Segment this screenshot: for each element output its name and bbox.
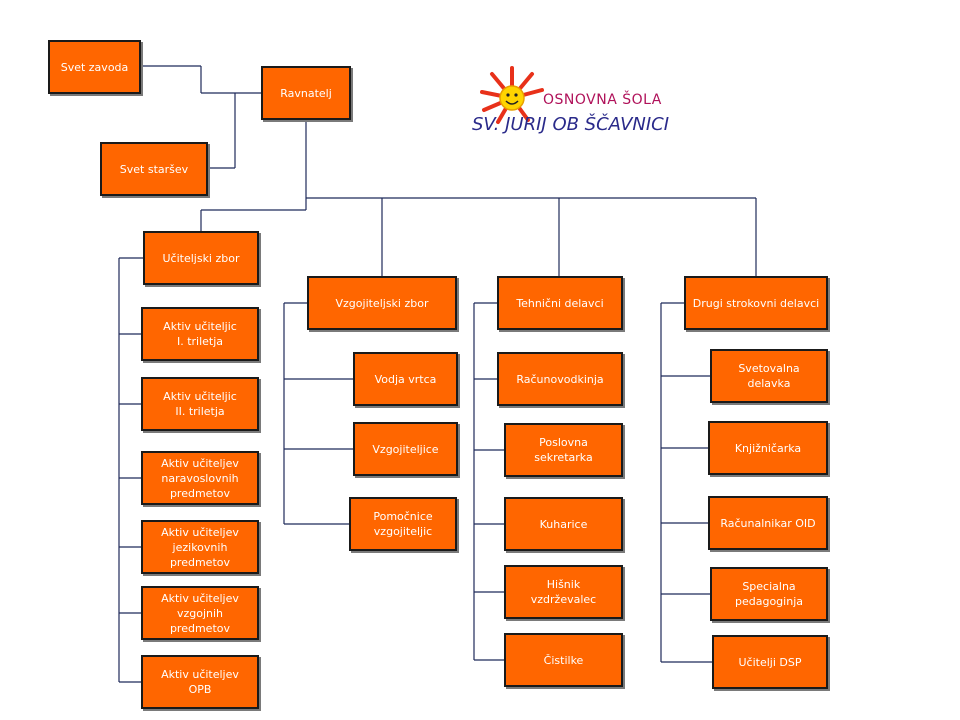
box-aktiv-opb: Aktiv učiteljev OPB: [141, 655, 259, 709]
box-ucitelji-dsp: Učitelji DSP: [712, 635, 828, 689]
box-aktiv-1-triletja: Aktiv učiteljic I. triletja: [141, 307, 259, 361]
box-ravnatelj: Ravnatelj: [261, 66, 351, 120]
box-vodja-vrtca: Vodja vrtca: [353, 352, 458, 406]
box-aktiv-vzgojnih: Aktiv učiteljev vzgojnih predmetov: [141, 586, 259, 640]
box-svetovalna-delavka: Svetovalna delavka: [710, 349, 828, 403]
box-racunalnikar-oid: Računalnikar OID: [708, 496, 828, 550]
box-aktiv-jezikovnih: Aktiv učiteljev jezikovnih predmetov: [141, 520, 259, 574]
box-kuharice: Kuharice: [504, 497, 623, 551]
box-tehnicni-delavci: Tehnični delavci: [497, 276, 623, 330]
box-vzgojiteljski-zbor: Vzgojiteljski zbor: [307, 276, 457, 330]
box-vzgojiteljice: Vzgojiteljice: [353, 422, 458, 476]
logo-text-school: OSNOVNA ŠOLA: [543, 92, 662, 108]
box-poslovna-sekretarka: Poslovna sekretarka: [504, 423, 623, 477]
box-svet-starsev: Svet staršev: [100, 142, 208, 196]
box-racunovodkinja: Računovodkinja: [497, 352, 623, 406]
school-logo-sun-icon: [480, 66, 544, 124]
box-uciteljski-zbor: Učiteljski zbor: [143, 231, 259, 285]
box-svet-zavoda: Svet zavoda: [48, 40, 141, 94]
box-specialna-pedagoginja: Specialna pedagoginja: [710, 567, 828, 621]
box-cistilke: Čistilke: [504, 633, 623, 687]
box-aktiv-2-triletja: Aktiv učiteljic II. triletja: [141, 377, 259, 431]
box-hisnik-vzdrzevalec: Hišnik vzdrževalec: [504, 565, 623, 619]
box-pomocnice-vzgojiteljic: Pomočnice vzgojiteljic: [349, 497, 457, 551]
box-aktiv-naravoslovnih: Aktiv učiteljev naravoslovnih predmetov: [141, 451, 259, 505]
box-drugi-strokovni-delavci: Drugi strokovni delavci: [684, 276, 828, 330]
logo-text-name: SV. JURIJ OB ŠČAVNICI: [472, 114, 670, 135]
box-knjiznicarka: Knjižničarka: [708, 421, 828, 475]
